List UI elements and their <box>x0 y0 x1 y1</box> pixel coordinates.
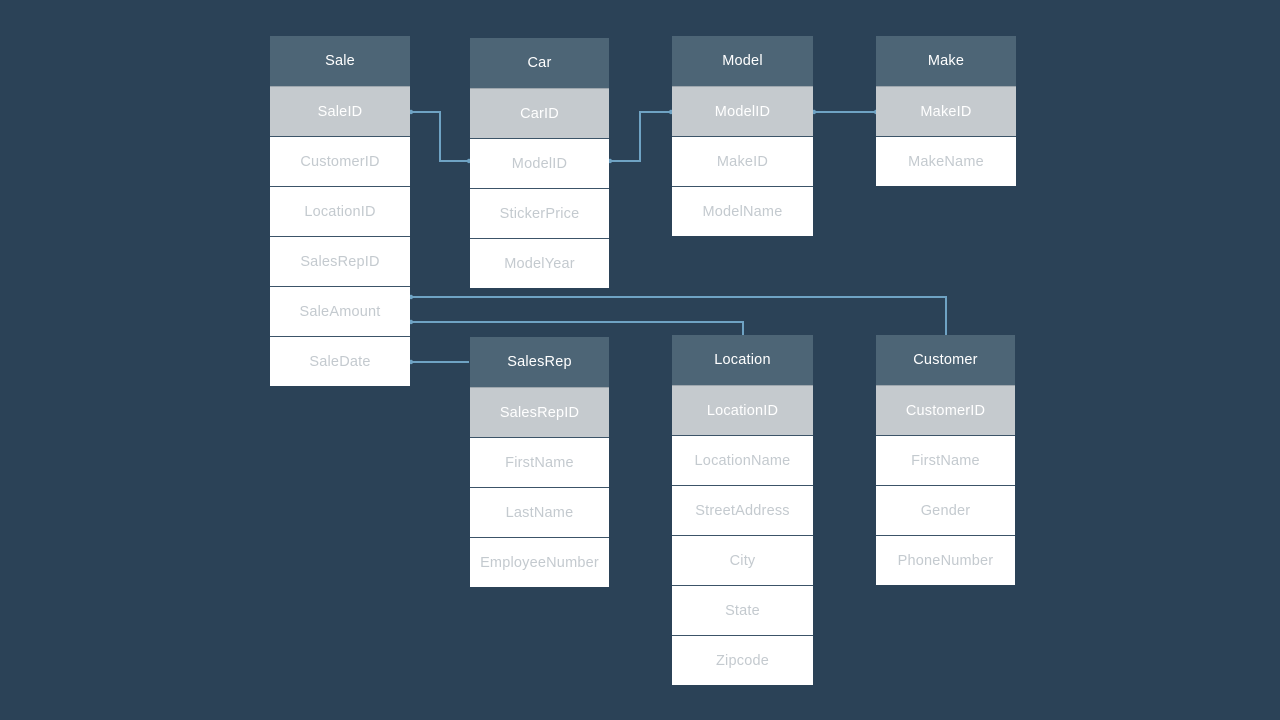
field-row-location-5[interactable]: Zipcode <box>672 635 813 685</box>
entity-title-salesrep: SalesRep <box>470 337 609 387</box>
field-row-make-1[interactable]: MakeName <box>876 136 1016 186</box>
entity-title-location: Location <box>672 335 813 385</box>
entity-title-car: Car <box>470 38 609 88</box>
field-row-location-3[interactable]: City <box>672 535 813 585</box>
field-row-location-2[interactable]: StreetAddress <box>672 485 813 535</box>
field-row-model-2[interactable]: ModelName <box>672 186 813 236</box>
primary-key-row-make-0[interactable]: MakeID <box>876 86 1016 136</box>
entity-title-model: Model <box>672 36 813 86</box>
field-row-salesrep-2[interactable]: LastName <box>470 487 609 537</box>
primary-key-row-customer-0[interactable]: CustomerID <box>876 385 1015 435</box>
field-row-customer-1[interactable]: FirstName <box>876 435 1015 485</box>
field-row-location-1[interactable]: LocationName <box>672 435 813 485</box>
field-row-sale-4[interactable]: SaleAmount <box>270 286 410 336</box>
field-row-car-1[interactable]: ModelID <box>470 138 609 188</box>
entity-title-customer: Customer <box>876 335 1015 385</box>
field-row-sale-5[interactable]: SaleDate <box>270 336 410 386</box>
connector-car-to-sale <box>412 111 470 162</box>
connector-sale-to-location <box>411 321 744 336</box>
field-row-sale-1[interactable]: CustomerID <box>270 136 410 186</box>
entity-title-make: Make <box>876 36 1016 86</box>
field-row-customer-3[interactable]: PhoneNumber <box>876 535 1015 585</box>
connector-sale-to-customer <box>411 296 947 337</box>
primary-key-row-location-0[interactable]: LocationID <box>672 385 813 435</box>
field-row-salesrep-3[interactable]: EmployeeNumber <box>470 537 609 587</box>
field-row-salesrep-1[interactable]: FirstName <box>470 437 609 487</box>
field-row-sale-2[interactable]: LocationID <box>270 186 410 236</box>
primary-key-row-car-0[interactable]: CarID <box>470 88 609 138</box>
connector-model-to-car <box>609 111 670 162</box>
field-row-customer-2[interactable]: Gender <box>876 485 1015 535</box>
field-row-car-3[interactable]: ModelYear <box>470 238 609 288</box>
field-row-car-2[interactable]: StickerPrice <box>470 188 609 238</box>
primary-key-row-salesrep-0[interactable]: SalesRepID <box>470 387 609 437</box>
primary-key-row-model-0[interactable]: ModelID <box>672 86 813 136</box>
entity-title-sale: Sale <box>270 36 410 86</box>
field-row-sale-3[interactable]: SalesRepID <box>270 236 410 286</box>
field-row-location-4[interactable]: State <box>672 585 813 635</box>
primary-key-row-sale-0[interactable]: SaleID <box>270 86 410 136</box>
field-row-model-1[interactable]: MakeID <box>672 136 813 186</box>
